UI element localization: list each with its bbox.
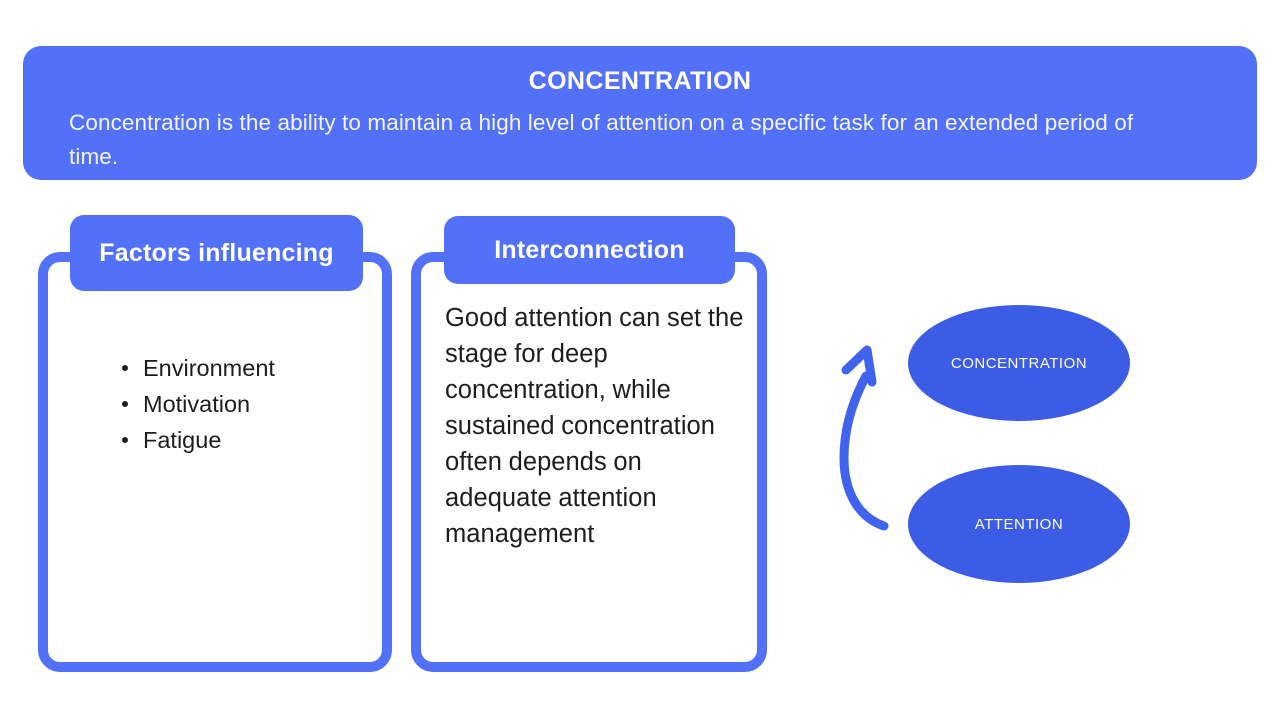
banner-subtitle: Concentration is the ability to maintain… <box>69 110 1134 169</box>
card-interconnection: Good attention can set the stage for dee… <box>411 252 767 672</box>
concentration-banner: CONCENTRATION Concentration is the abili… <box>23 46 1257 180</box>
list-item: Environment <box>122 350 275 386</box>
node-concentration: CONCENTRATION <box>908 305 1130 421</box>
card-header-interconnection: Interconnection <box>444 216 735 284</box>
banner-title: CONCENTRATION <box>528 67 752 95</box>
interconnection-paragraph: Good attention can set the stage for dee… <box>445 304 744 548</box>
node-attention-label: ATTENTION <box>974 515 1064 533</box>
list-item: Motivation <box>122 386 275 422</box>
node-attention: ATTENTION <box>908 465 1130 583</box>
arrow-head <box>841 345 877 387</box>
factors-list: Environment Motivation Fatigue <box>122 350 275 458</box>
card-factors-influencing: Environment Motivation Fatigue <box>38 252 392 672</box>
card-header-factors-influencing: Factors influencing <box>70 215 363 291</box>
arrow-shaft <box>839 371 889 531</box>
list-item: Fatigue <box>122 422 275 458</box>
node-concentration-label: CONCENTRATION <box>950 354 1088 372</box>
curved-arrow-up-icon <box>839 345 889 531</box>
